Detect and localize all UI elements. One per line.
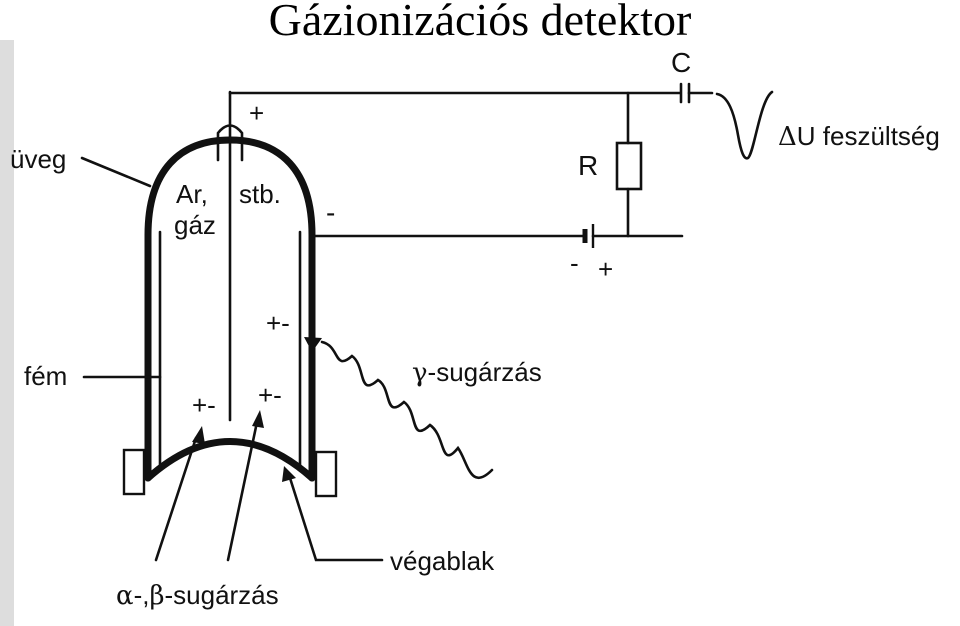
scan-edge <box>0 40 14 626</box>
end-window <box>144 438 316 482</box>
gamma-symbol: γ <box>412 358 428 388</box>
delta-symbol: Δ <box>778 122 797 152</box>
arrow-alpha <box>154 436 198 562</box>
mount-tab-right <box>314 450 338 498</box>
label-gas-1: Ar, <box>176 179 208 209</box>
label-minus-cathode: - <box>326 197 335 228</box>
leader-window-head <box>282 466 296 482</box>
arrow-alpha-head <box>192 426 205 444</box>
leader-window <box>288 476 384 562</box>
voltage-text: U feszültség <box>797 121 940 151</box>
resistor <box>615 141 643 191</box>
voltage-pulse <box>715 90 774 160</box>
gamma-text: -sugárzás <box>428 357 542 387</box>
leader-glass <box>80 156 152 188</box>
gamma-ray <box>320 340 494 479</box>
arrow-beta <box>226 420 259 562</box>
ion-pair-center: +- <box>258 380 282 410</box>
label-gamma: γ-sugárzás <box>412 357 542 388</box>
label-gas-2: gáz <box>174 210 216 240</box>
label-voltage: ΔU feszültség <box>778 121 940 152</box>
label-window: végablak <box>390 546 495 576</box>
ion-pair-left: +- <box>192 390 216 420</box>
ion-pair-right: +- <box>266 308 290 338</box>
label-battery-plus: + <box>598 254 613 284</box>
label-battery-minus: - <box>570 248 579 278</box>
gamma-arrowhead <box>304 337 322 352</box>
diagram-title: Gázionizációs detektor <box>268 0 692 45</box>
label-etc: stb. <box>239 179 281 209</box>
label-resistor: R <box>578 150 598 181</box>
mount-tab-left <box>122 448 146 496</box>
beta-symbol: β <box>149 581 164 611</box>
label-capacitor: C <box>671 47 691 78</box>
label-alphabeta: α-,β-sugárzás <box>116 580 279 611</box>
label-glass: üveg <box>10 144 66 174</box>
label-plus-top: + <box>249 98 264 128</box>
arrow-beta-head <box>252 410 264 428</box>
alphabeta-text: -sugárzás <box>164 580 278 610</box>
alpha-sep: -, <box>134 580 150 610</box>
label-metal: fém <box>24 361 67 391</box>
alpha-symbol: α <box>116 581 134 611</box>
